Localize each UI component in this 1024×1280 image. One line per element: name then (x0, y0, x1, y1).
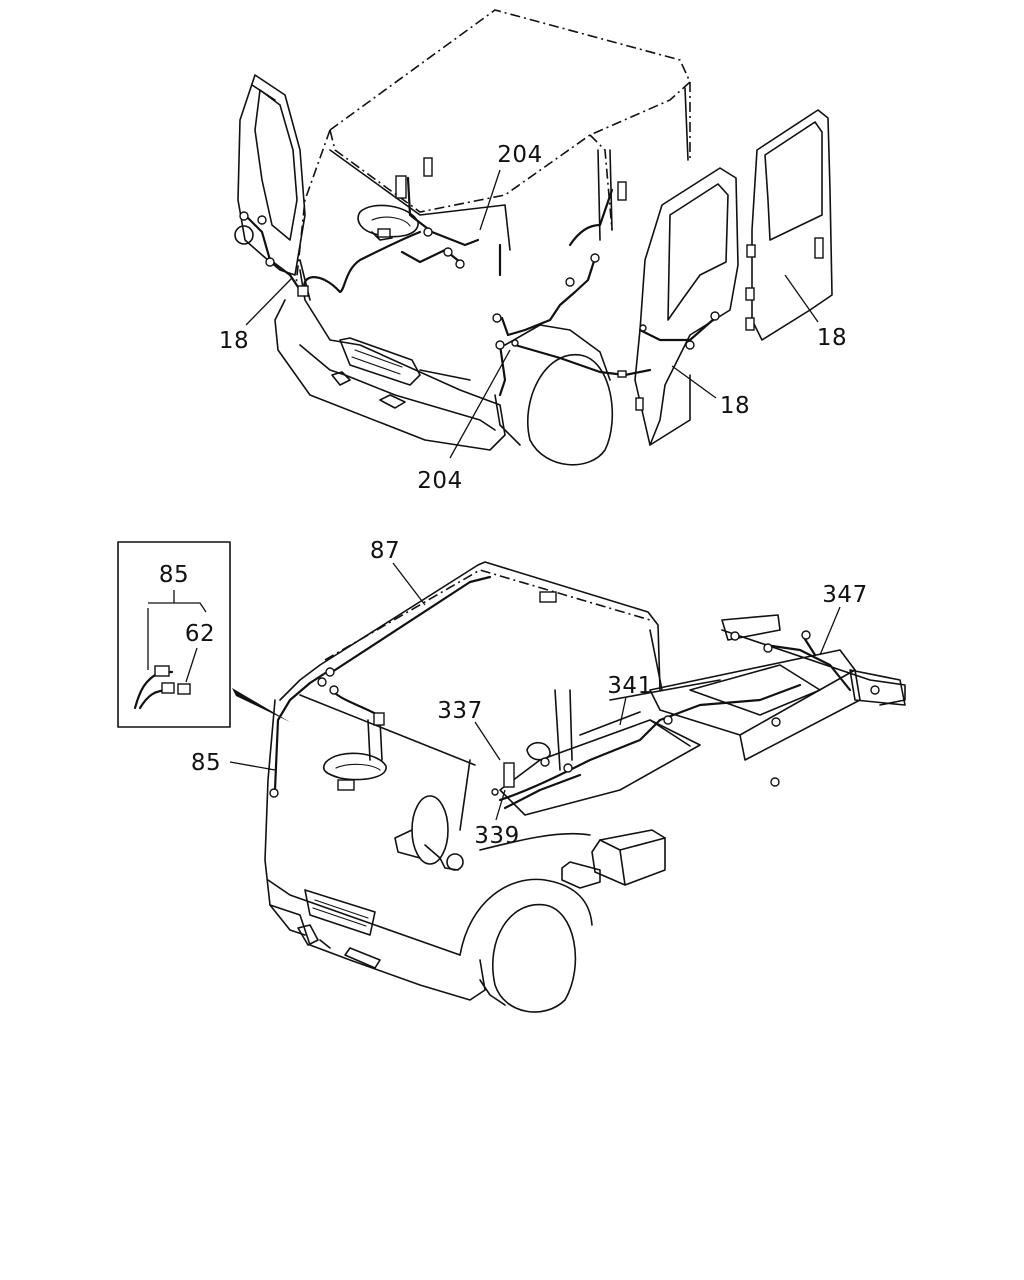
label-87: 87 (370, 538, 400, 564)
label-18-rear-door: 18 (817, 325, 847, 351)
label-18-left-door: 18 (219, 328, 249, 354)
label-204-lower: 204 (417, 468, 462, 494)
connector-nodes-top (239, 211, 720, 378)
connector-nodes-bottom (269, 630, 880, 798)
cab-wiring-illustration-top: 204 204 18 18 18 (219, 9, 847, 494)
label-18-right-door: 18 (720, 393, 750, 419)
cab-chassis-wiring-illustration-bottom: 85 62 (117, 538, 906, 1013)
label-85-inset: 85 (159, 562, 189, 588)
label-347: 347 (822, 582, 867, 608)
label-204-upper: 204 (497, 142, 542, 168)
label-341: 341 (607, 673, 652, 699)
label-62-inset: 62 (185, 621, 215, 647)
label-85: 85 (191, 750, 221, 776)
inset-detail-box: 85 62 (117, 541, 231, 728)
label-337: 337 (437, 698, 482, 724)
label-339: 339 (474, 823, 519, 849)
